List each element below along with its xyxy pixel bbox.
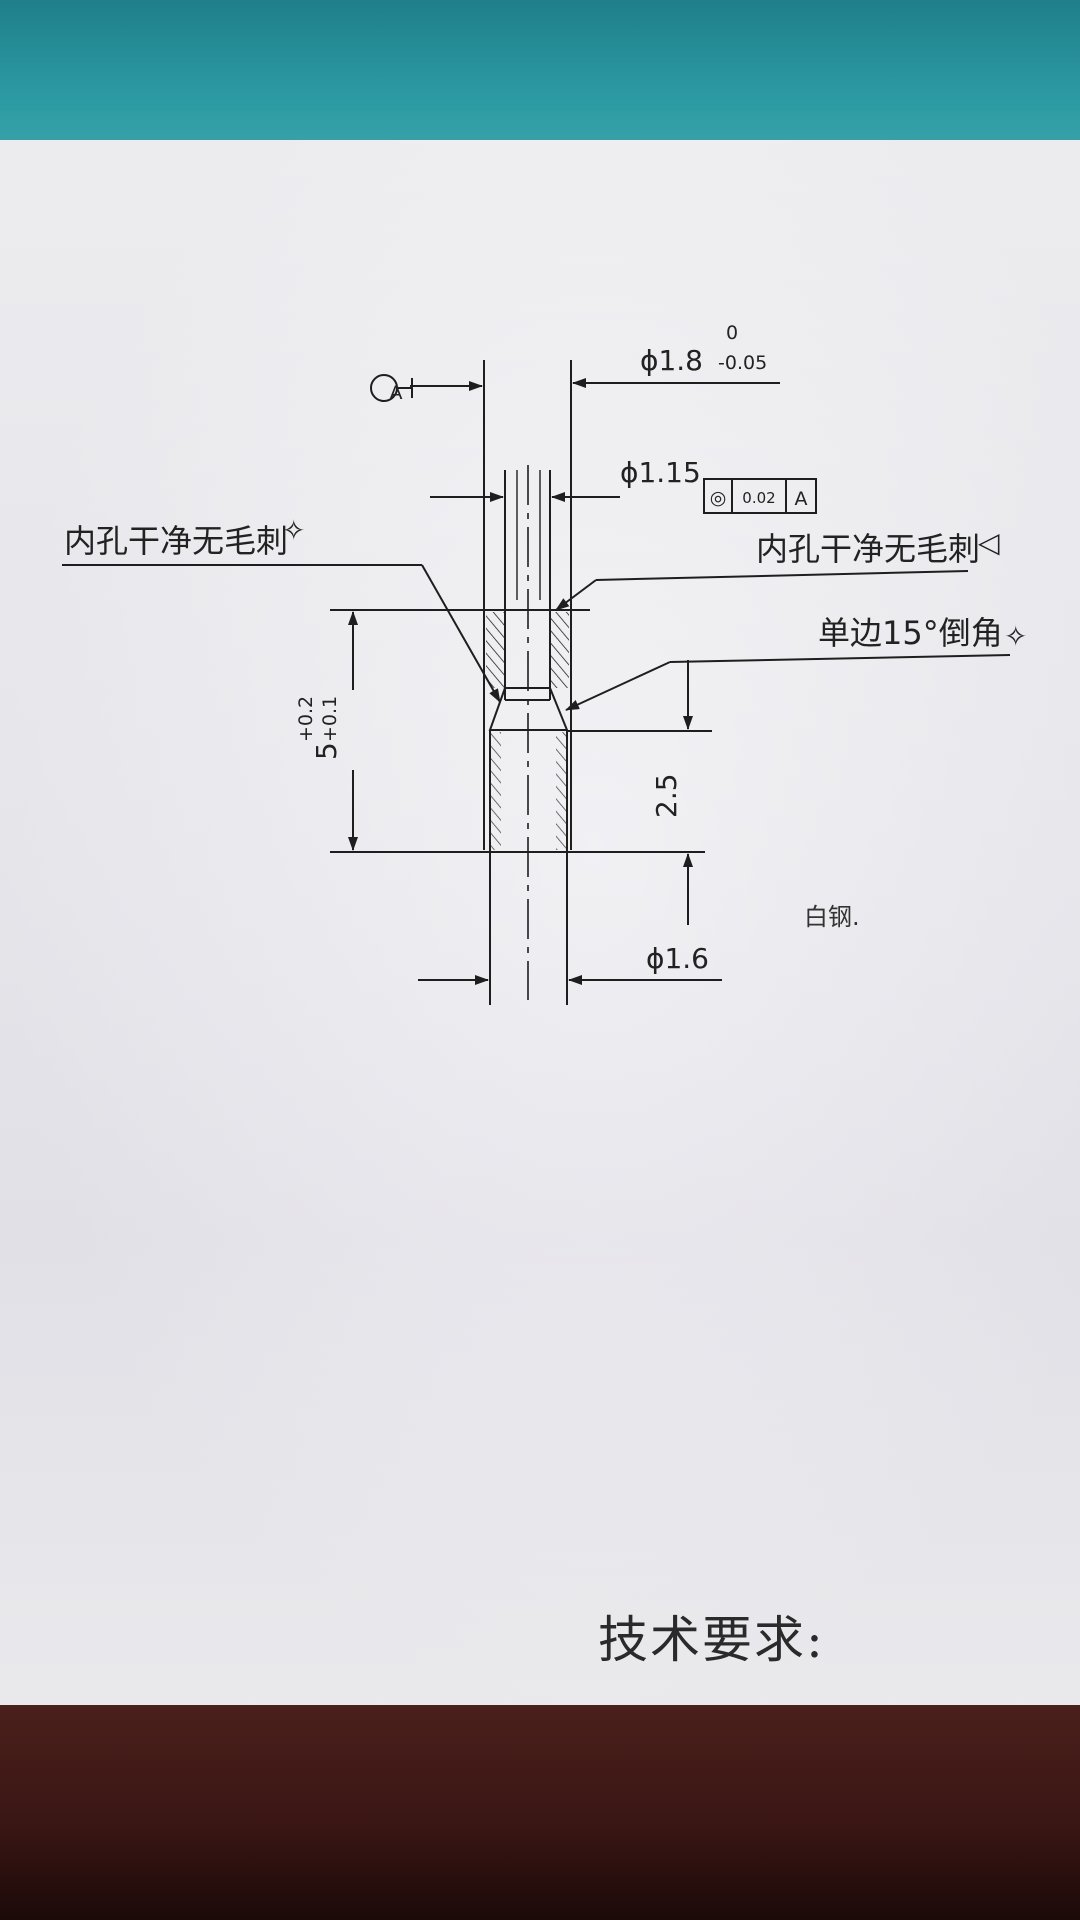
gdt-datum-ref: A: [795, 488, 808, 510]
hatch-left-lower: [491, 732, 501, 850]
dim-bottom-diameter: ϕ1.6: [646, 942, 709, 975]
dim-outer-diameter: ϕ1.8: [640, 344, 703, 377]
dim-outer-tol-lower: -0.05: [718, 352, 767, 374]
hatch-right-lower: [556, 732, 566, 850]
dim-inner-diameter: ϕ1.15: [620, 456, 701, 489]
chamfer-profile: [488, 687, 569, 731]
note-left-finish-mark: ✧: [282, 514, 305, 547]
note-right-leader: [555, 579, 597, 611]
note-chamfer: 单边15°倒角: [818, 614, 1003, 652]
datum-letter: A: [390, 382, 403, 404]
hatch-right-wall: [551, 612, 569, 688]
tech-requirements-heading: 技术要求:: [598, 1611, 825, 1669]
wooden-table-bottom: [0, 1705, 1080, 1920]
paper-sheet: [0, 140, 1080, 1710]
dim-height-tol-lower: +0.1: [319, 696, 341, 742]
dim-outer-tol-upper: 0: [726, 322, 738, 344]
note-chamfer-underline: [669, 654, 1011, 663]
gdt-concentricity-symbol: ◎: [710, 487, 727, 509]
note-left-leader: [421, 564, 501, 703]
note-right-finish-mark: ◁: [978, 526, 1000, 559]
note-inner-clean-left: 内孔干净无毛刺: [64, 522, 288, 560]
teal-background-top: [0, 0, 1080, 160]
note-inner-clean-right: 内孔干净无毛刺: [756, 530, 980, 568]
hatch-left-wall: [486, 612, 504, 688]
material-note-handwritten: 白钢.: [804, 903, 860, 931]
gdt-datum-cell: [785, 478, 817, 514]
dim-height-tol-upper: +0.2: [295, 696, 317, 742]
note-chamfer-finish-mark: ✧: [1004, 620, 1027, 653]
dim-height: 5: [310, 742, 343, 760]
note-right-underline: [595, 570, 969, 581]
dim-step-height: 2.5: [650, 773, 683, 818]
note-chamfer-leader: [565, 661, 671, 711]
gdt-tolerance-value: 0.02: [742, 489, 775, 507]
